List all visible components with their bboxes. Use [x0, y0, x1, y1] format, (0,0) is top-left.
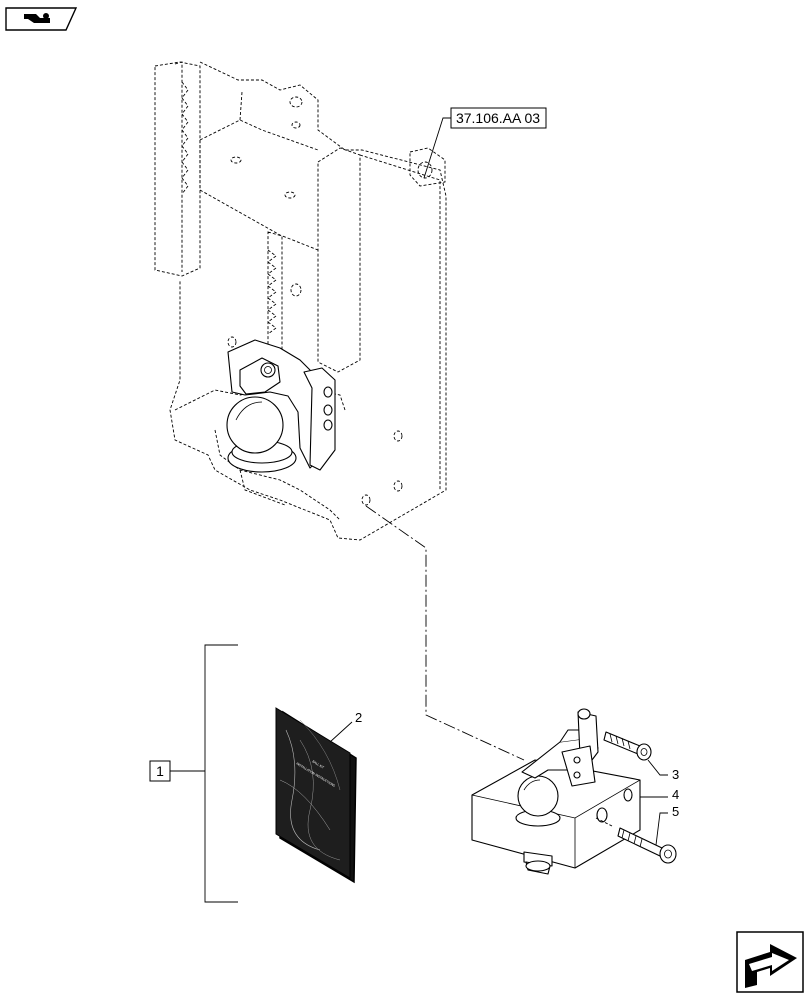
reference-label: 37.106.AA 03: [456, 110, 540, 126]
callout-1-label: 1: [156, 763, 164, 779]
instruction-booklet: BALL KIT INSTALLATION INSTRUCTIONS: [275, 707, 357, 884]
callout-2[interactable]: 2: [329, 710, 362, 743]
reference-box[interactable]: 37.106.AA 03: [423, 107, 547, 179]
next-page-arrow-icon[interactable]: [736, 931, 804, 993]
ball-coupling-assembly: [471, 708, 677, 875]
callout-4-label: 3: [672, 767, 679, 782]
callout-1[interactable]: 1: [149, 760, 171, 782]
hitch-frame-assembly: [154, 61, 447, 541]
callout-4[interactable]: 3: [647, 759, 679, 782]
group-bracket: [170, 644, 238, 903]
hitch-symbol-icon: [5, 7, 78, 31]
callout-2-label: 2: [355, 710, 362, 725]
alignment-line: [365, 505, 525, 761]
callout-3[interactable]: 5: [655, 804, 679, 846]
callout-5[interactable]: 4: [640, 787, 679, 802]
callout-3-label: 5: [672, 804, 679, 819]
booklet-title-line-1: BALL KIT: [311, 759, 324, 769]
callout-5-label: 4: [672, 787, 679, 802]
